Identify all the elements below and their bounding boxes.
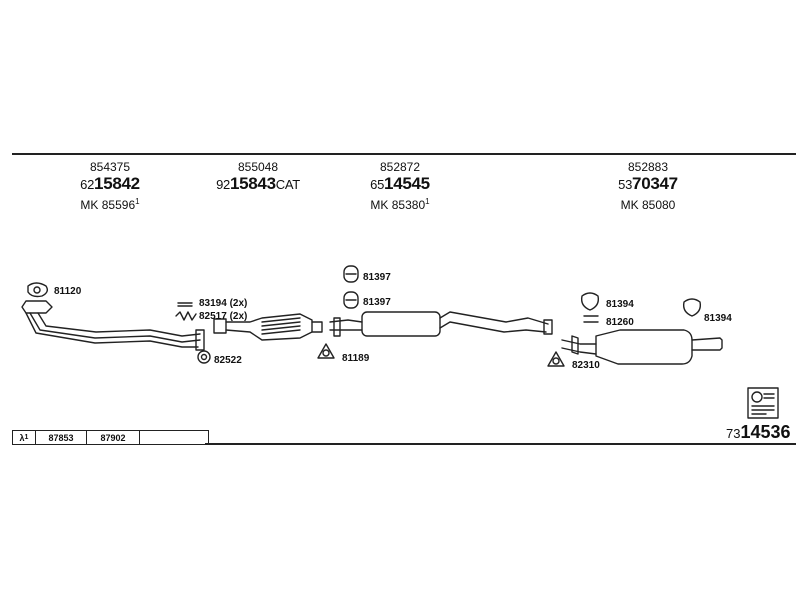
top-divider	[12, 153, 796, 155]
front-silencer-icon	[329, 311, 553, 337]
diagram-reference-number: 7314536	[726, 422, 791, 442]
clamp-icon	[175, 302, 197, 321]
mounting-kit-number: MK 853801	[370, 197, 430, 212]
part-number-top: 855048	[237, 160, 279, 174]
part-number-top: 852883	[627, 160, 669, 174]
rubber-hanger-icon	[580, 292, 600, 323]
mounting-kit-number: MK 85080	[620, 198, 676, 212]
part-number-main: 6215842	[80, 174, 140, 193]
rubber-hanger-icon	[682, 298, 702, 317]
gasket-icon	[197, 350, 211, 364]
part-number-top: 854375	[89, 160, 131, 174]
part-number-top: 852872	[379, 160, 421, 174]
rubber-hanger-icon	[343, 265, 359, 309]
callout-81189: 81189	[342, 353, 370, 364]
part-column-4: 852883 5370347 MK 85080	[583, 160, 713, 212]
callout-82522: 82522	[214, 355, 242, 366]
callout-81120: 81120	[54, 286, 82, 297]
part-column-3: 852872 6514545 MK 853801	[335, 160, 465, 212]
clamp-icon	[317, 343, 335, 359]
callout-81394-right: 81394	[704, 313, 732, 324]
catalytic-converter-icon	[213, 313, 323, 341]
lambda-value-cell: 87853	[36, 431, 87, 444]
callout-81397-top: 81397	[363, 272, 391, 283]
part-number-main: 5370347	[618, 174, 678, 193]
bottom-divider	[205, 443, 796, 445]
rear-silencer-icon	[561, 329, 723, 365]
callout-82517: 82517 (2x)	[199, 311, 248, 322]
lambda-value-cell: 87902	[87, 431, 140, 444]
catalog-reference-icon	[747, 387, 779, 419]
callout-81394-left: 81394	[606, 299, 634, 310]
part-column-2: 855048 9215843CAT	[193, 160, 323, 195]
part-column-1: 854375 6215842 MK 855961	[45, 160, 175, 212]
clamp-icon	[547, 351, 565, 367]
callout-82310: 82310	[572, 360, 600, 371]
part-number-main: 6514545	[370, 174, 430, 193]
part-number-main: 9215843CAT	[216, 174, 300, 193]
callout-81260: 81260	[606, 317, 634, 328]
lambda-value-cell	[140, 431, 208, 444]
gasket-icon	[27, 282, 49, 298]
callout-81397-bottom: 81397	[363, 297, 391, 308]
callout-83194: 83194 (2x)	[199, 298, 248, 309]
mounting-kit-number: MK 855961	[80, 197, 140, 212]
exhaust-manifold-pipe-icon	[21, 300, 205, 351]
